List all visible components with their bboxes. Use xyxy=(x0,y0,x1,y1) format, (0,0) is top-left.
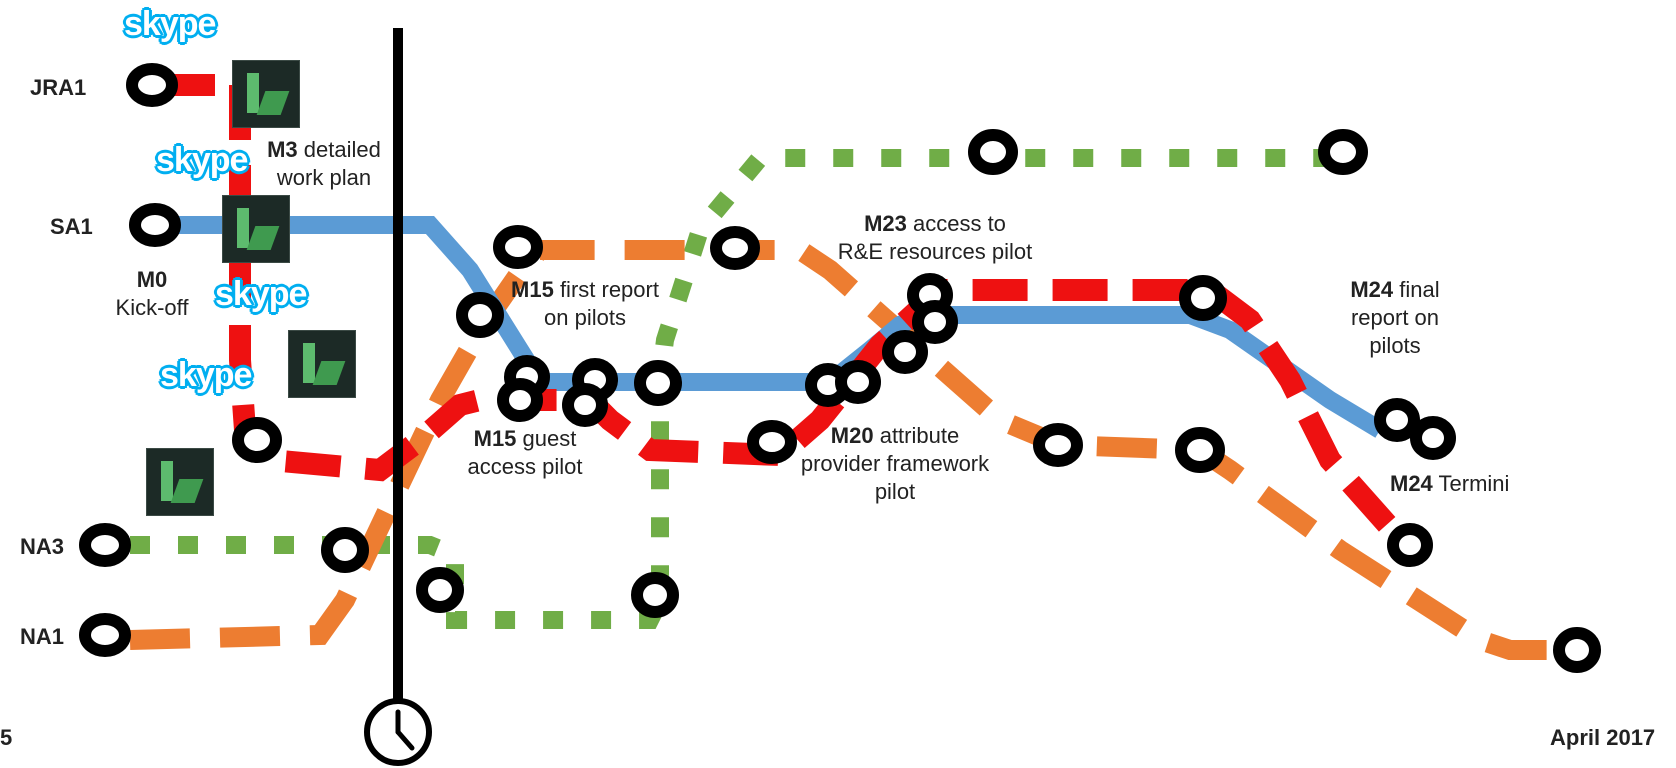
station xyxy=(710,226,760,270)
milestone-text: pilot xyxy=(874,479,916,504)
line-label-na1: NA1 xyxy=(20,624,65,649)
timeline-start-label: 5 xyxy=(0,725,13,750)
milestone-m24-report: M24 final report on pilots xyxy=(1310,276,1480,360)
milestone-text: first report xyxy=(559,277,659,302)
milestone-text: Termini xyxy=(1438,471,1510,496)
station xyxy=(882,330,928,374)
station-jra1-start xyxy=(126,63,178,107)
milestone-text: access pilot xyxy=(467,454,583,479)
milestone-code: M20 xyxy=(830,423,874,448)
station xyxy=(968,129,1018,175)
station xyxy=(1033,423,1083,467)
line-label-jra1: JRA1 xyxy=(30,75,87,100)
station xyxy=(456,292,504,338)
milestone-m15-report: M15 first report on pilots xyxy=(510,276,660,332)
station xyxy=(321,527,369,573)
lync-icon xyxy=(232,60,300,128)
milestone-text: work plan xyxy=(276,165,372,190)
station xyxy=(1179,275,1227,321)
stations xyxy=(79,63,1601,673)
station xyxy=(232,417,282,463)
milestone-m15-guest: M15 guest access pilot xyxy=(450,425,600,481)
milestone-code: M24 xyxy=(1350,277,1394,302)
milestone-code: M23 xyxy=(864,211,907,236)
milestone-text: R&E resources pilot xyxy=(837,239,1033,264)
skype-logo-icon: skype xyxy=(124,5,216,43)
milestone-code: M15 xyxy=(473,426,517,451)
timeline-end-label: April 2017 xyxy=(1550,725,1656,750)
station xyxy=(1318,129,1368,175)
station xyxy=(912,300,958,344)
milestone-code: M24 xyxy=(1390,471,1433,496)
milestone-text: provider framework xyxy=(800,451,990,476)
station-na3-start xyxy=(79,523,131,567)
station xyxy=(634,360,682,406)
station xyxy=(1374,398,1420,442)
skype-logo-icon: skype xyxy=(215,275,307,313)
milestone-text: guest xyxy=(522,426,577,451)
milestone-m20: M20 attribute provider framework pilot xyxy=(785,422,1005,506)
clock-icon xyxy=(364,698,432,766)
station-na1-start xyxy=(79,613,131,657)
milestone-m23: M23 access to R&E resources pilot xyxy=(820,210,1050,266)
milestone-code: M3 xyxy=(267,137,298,162)
milestone-text: attribute xyxy=(879,423,960,448)
milestone-text: detailed xyxy=(303,137,381,162)
station xyxy=(497,378,543,422)
station xyxy=(631,572,679,618)
station xyxy=(1175,427,1225,473)
station xyxy=(1553,627,1601,673)
station xyxy=(416,567,464,613)
milestone-text: report on xyxy=(1350,305,1440,330)
station xyxy=(1410,416,1456,460)
station xyxy=(747,420,797,464)
lync-icon xyxy=(288,330,356,398)
line-label-sa1: SA1 xyxy=(50,214,93,239)
milestone-text: on pilots xyxy=(544,305,626,330)
milestone-text: pilots xyxy=(1369,333,1421,358)
milestone-code: M15 xyxy=(511,277,554,302)
station xyxy=(562,383,608,427)
station xyxy=(1387,523,1433,567)
station-sa1-start xyxy=(129,203,181,247)
lync-icon xyxy=(146,448,214,516)
skype-logo-icon: skype xyxy=(160,356,252,394)
line-na1 xyxy=(129,240,1550,660)
milestone-text: final xyxy=(1399,277,1440,302)
milestone-m0: M0 Kick-off xyxy=(112,266,192,322)
milestone-text: access to xyxy=(912,211,1006,236)
skype-logo-icon: skype xyxy=(156,141,248,179)
line-label-na3: NA3 xyxy=(20,534,65,559)
line-na3 xyxy=(130,149,1340,629)
milestone-m24-termini: M24 Termini xyxy=(1390,470,1509,498)
milestone-m3: M3 detailed work plan xyxy=(244,136,404,192)
lync-icon xyxy=(222,195,290,263)
milestone-code: M0 xyxy=(136,267,168,292)
station xyxy=(835,360,881,404)
station xyxy=(493,225,543,269)
milestone-text: Kick-off xyxy=(115,295,189,320)
